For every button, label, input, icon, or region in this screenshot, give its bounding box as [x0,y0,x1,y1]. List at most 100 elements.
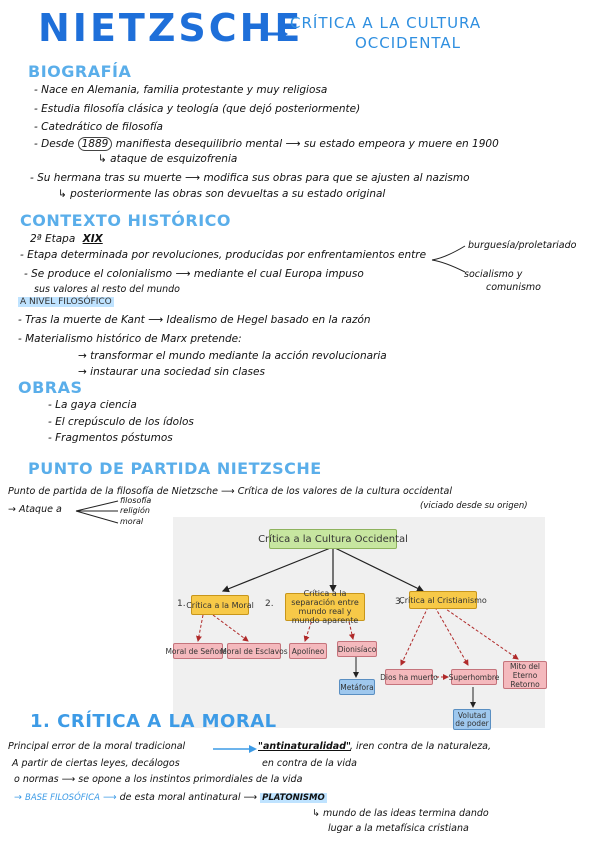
nivel-item-4: → instaurar una sociedad sin clases [78,366,265,378]
moral-line3: o normas ⟶ se opone a los instintos prim… [14,774,302,785]
moral-line6: lugar a la metafísica cristiana [328,823,469,834]
nivel-item-3: → transformar el mundo mediante la acció… [78,350,387,362]
arrow-hook-icon: ↳ [58,188,67,200]
bio-item-2: - Estudia filosofía clásica y teología (… [34,103,361,115]
node-moral-senores: Moral de Señores [165,643,231,659]
contexto-right-1: burguesía/proletariado [468,240,577,251]
contexto-item-1: - Etapa determinada por revoluciones, pr… [20,249,427,261]
bio-desde: - Desde [34,138,75,150]
moral-line4: → BASE FILOSÓFICA ⟶ de esta moral antina… [14,792,327,803]
bio-item-4: - Desde 1889 manifiesta desequilibrio me… [34,137,499,151]
bio-devueltas: posteriormente las obras son devueltas a… [70,188,386,200]
node-num-1: 1. [177,599,186,609]
nivel-item-1: - Tras la muerte de Kant ⟶ Idealismo de … [18,314,371,326]
arrow-right-icon [213,745,257,753]
hegel: Idealismo de Hegel basado en la razón [166,314,371,326]
arrow-right-icon [262,29,288,39]
contexto-heading: CONTEXTO HISTÓRICO [20,211,231,230]
etapa-label: 2ª Etapa [30,233,76,245]
node-voluntad-poder: Volutad de poder [453,709,491,730]
node-critica-separacion: Crítica a la separación entre mundo real… [285,589,365,625]
page-title: NIETZSCHE [38,6,304,50]
node-dionisiaco: Dionisíaco [337,641,377,657]
moral-line5: ↳ mundo de las ideas termina dando [312,808,489,819]
ataque-target-1: filosofía [120,496,152,505]
contexto-item-2: - Se produce el colonialismo ⟶ mediante … [24,268,364,280]
bio-desequilibrio: manifiesta desequilibrio mental [115,138,283,150]
branch-lines [431,245,466,273]
bio-year: 1889 [77,137,113,151]
node-metafora: Metáfora [339,679,375,695]
arrow-right-icon: ⟶ [61,774,76,785]
mundo-ideas: mundo de las ideas termina dando [323,808,489,819]
moral-line1a: Principal error de la moral tradicional [8,741,186,752]
obras-item-1: - La gaya ciencia [48,399,137,411]
contexto-etapa: 2ª Etapa XIX [30,233,103,245]
kant: - Tras la muerte de Kant [18,314,145,326]
arrow-right-icon: ⟶ [175,268,191,280]
punto-ataque: → Ataque a [8,504,62,515]
arrow-right-icon: → [8,504,16,515]
moral-heading: 1. CRÍTICA A LA MORAL [30,711,277,732]
arrow-right-icon: ⟶ [102,792,117,803]
page-subtitle-line2: OCCIDENTAL [355,34,462,52]
arrow-right-icon: ⟶ [221,486,235,497]
obras-heading: OBRAS [18,378,83,397]
node-moral-esclavos: Moral de Esclavos [220,643,288,659]
nivel-item-2: - Materialismo histórico de Marx pretend… [18,333,242,345]
moral-line1b: "antinaturalidad" [258,741,351,752]
moral-opone: se opone a los instintos primordiales de… [78,774,303,785]
biografia-heading: BIOGRAFÍA [28,62,132,81]
node-root: Crítica a la Cultura Occidental [258,529,408,549]
bio-modifica: modifica sus obras para que se ajusten a… [203,172,470,184]
moral-antinatural: de esta moral antinatural [119,792,241,803]
node-num-3: 3. [395,597,404,607]
punto-heading: PUNTO DE PARTIDA NIETZSCHE [28,459,322,478]
transformar: transformar el mundo mediante la acción … [90,350,387,362]
ataque-target-2: religión [120,506,150,515]
node-num-2: 2. [265,599,274,609]
ataque-target-3: moral [120,517,144,526]
node-dios-muerto: Dios ha muerto [380,669,438,685]
arrow-right-icon: → [78,366,87,378]
contexto-right-3: comunismo [486,282,541,293]
arrow-right-icon: ⟶ [185,172,201,184]
moral-line1c: , iren contra de la naturaleza, [350,741,492,752]
moral-line2a: A partir de ciertas leyes, decálogos [12,758,180,769]
ataque-label: Ataque a [19,504,62,515]
platonismo: PLATONISMO [260,793,327,803]
colonialismo: - Se produce el colonialismo [24,268,173,280]
base-filosofica: BASE FILOSÓFICA [25,793,100,803]
obras-item-2: - El crepúsculo de los ídolos [48,416,194,428]
arrow-right-icon: → [78,350,87,362]
punto-line1: Punto de partida de la filosofía de Niet… [8,486,452,497]
arrow-hook-icon: ↳ [312,808,320,819]
contexto-right-2: socialismo y [464,269,523,280]
bio-item-3: - Catedrático de filosofía [34,121,163,133]
node-critica-moral: Crítica a la Moral [186,595,254,615]
node-apolineo: Apolíneo [289,643,327,659]
bio-item-1: - Nace en Alemania, familia protestante … [34,84,328,96]
node-critica-cristianismo: Crítica al Cristianismo [399,591,487,609]
punto-viciado: (viciado desde su origen) [420,501,528,511]
bio-ataque-text: ataque de esquizofrenia [110,153,238,165]
bio-item-6: ↳ posteriormente las obras son devueltas… [58,188,385,200]
arrow-right-icon: ⟶ [148,314,164,326]
bio-item-5: - Su hermana tras su muerte ⟶ modifica s… [30,172,470,184]
bio-ataque: ↳ ataque de esquizofrenia [98,153,237,165]
punto-critica: Crítica de los valores de la cultura occ… [237,486,452,497]
arrow-right-icon: → [14,792,22,803]
contexto-item-3: sus valores al resto del mundo [34,284,180,295]
obras-item-3: - Fragmentos póstumos [48,432,173,444]
concept-map: Crítica a la Cultura Occidental 1. 2. 3.… [165,517,547,730]
bio-hermana: - Su hermana tras su muerte [30,172,182,184]
etapa-century: XIX [82,233,103,245]
moral-normas: o normas [14,774,59,785]
node-superhombre: Superhombre [449,669,499,685]
concept-map-lines [195,546,519,708]
arrow-hook-icon: ↳ [98,153,107,165]
bio-empeora: su estado empeora y muere en 1900 [303,138,499,150]
nivel-filosofico-label: A NIVEL FILOSÓFICO [18,297,114,307]
node-eterno-retorno: Mito del Eterno Retorno [503,661,547,689]
punto-partida: Punto de partida de la filosofía de Niet… [8,486,219,497]
